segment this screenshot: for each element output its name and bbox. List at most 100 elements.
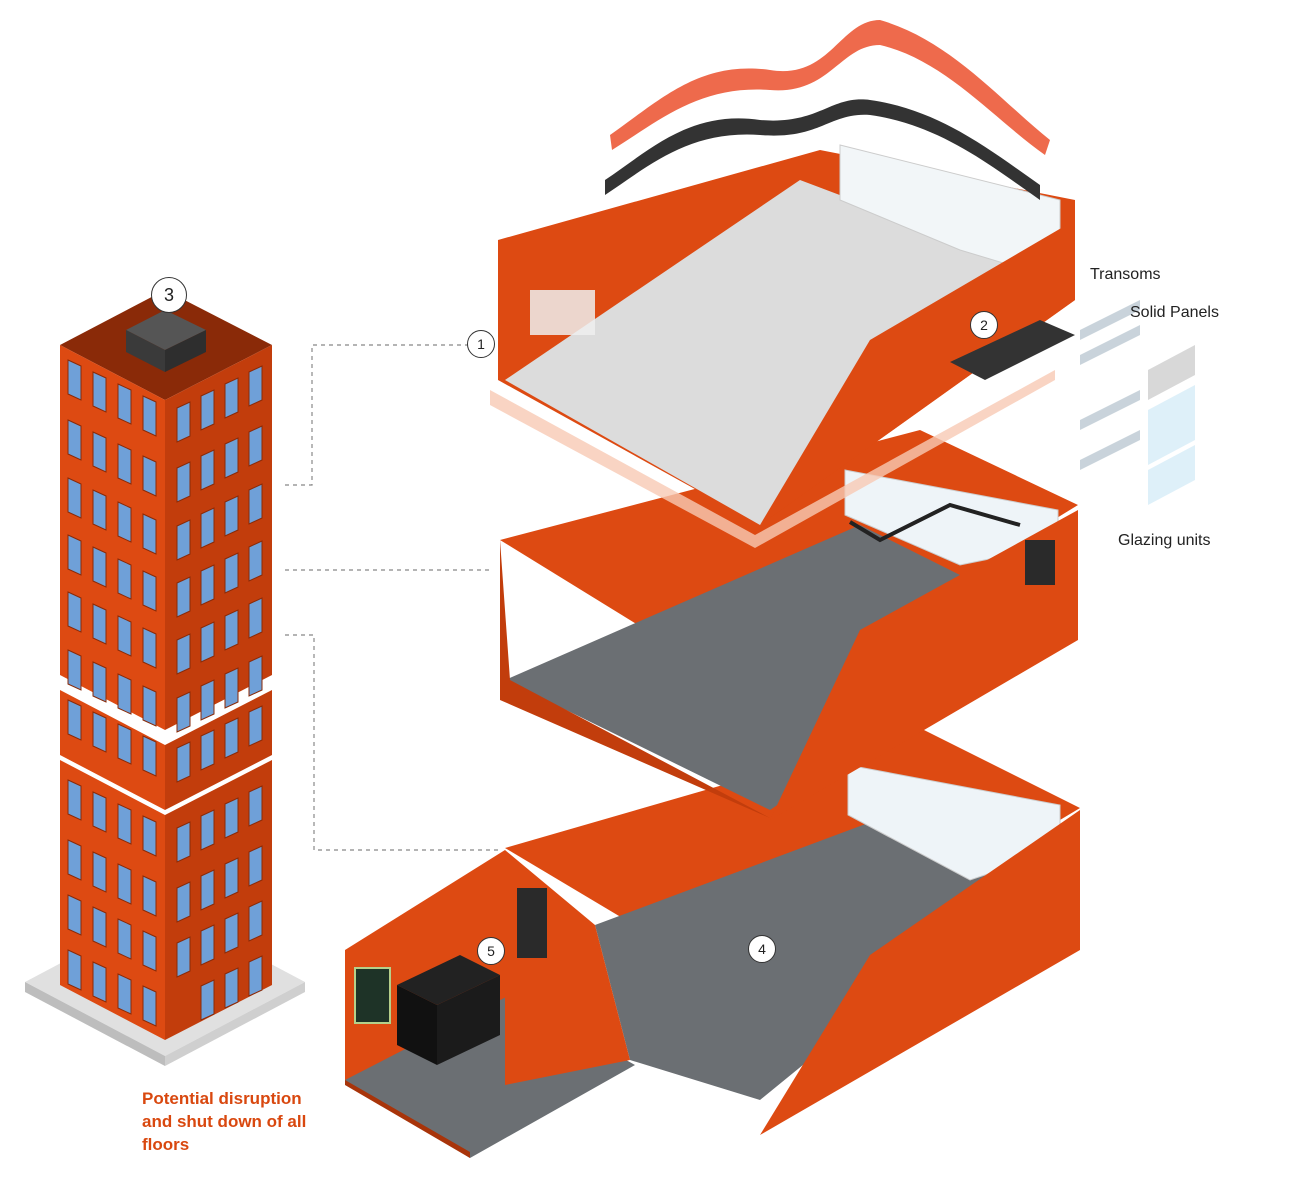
tower-window [248,483,263,525]
marker-4: 4 [748,935,776,963]
tower-window [92,711,107,753]
label-solid-panels: Solid Panels [1130,304,1219,321]
tower-window [117,723,132,765]
transom-bar-2 [1080,325,1140,365]
tower-left-face-lower [60,760,165,1040]
wall-monitor [354,967,391,1024]
tower-window [200,809,215,851]
tower-window [200,449,215,491]
connector-bottom [285,634,500,851]
tower-window [92,961,107,1003]
tower-window [200,621,215,663]
tower-window [117,918,132,960]
roof-membrane [610,20,1050,155]
tower-window [200,679,215,721]
tower-right-face-mid [165,690,272,810]
marker-2: 2 [970,311,998,339]
floor-top [498,144,1075,525]
tower-window [176,741,191,783]
tower-window [248,655,263,697]
marker-5: 5 [477,937,505,965]
tower-window [117,803,132,845]
tower-plinth-left [25,982,165,1066]
tower-window [117,615,132,657]
tower-window [142,815,157,857]
floor-middle-tiles [505,525,1050,810]
tower-window [176,691,191,733]
tower-window [117,383,132,425]
floor-middle [500,430,1078,820]
floor-bottom-tiles [595,800,1005,1100]
tower-window [248,845,263,887]
label-glazing-units: Glazing units [1118,532,1211,549]
tower-window [142,985,157,1027]
tower-window [224,857,239,899]
tower-window [224,667,239,709]
roof-insulation [605,99,1040,200]
tower-window [176,401,191,443]
tower-window [224,437,239,479]
tower-window [200,389,215,431]
tower-window [67,359,82,401]
tower-window [67,419,82,461]
tower-window [200,869,215,911]
tower-window [142,930,157,972]
tower-window [67,534,82,576]
tower-window [117,558,132,600]
server-rack-front [437,975,500,1065]
floor-top-front-right [760,220,1075,525]
tower-window [67,839,82,881]
tower-window [67,779,82,821]
tower-window [67,649,82,691]
tower-window [224,552,239,594]
rooftop-unit-right [165,330,206,372]
tower-window [92,851,107,893]
tower-left-face-mid [60,690,165,810]
tower-window [92,431,107,473]
floor-top-slab [505,180,1065,525]
tower-window [200,729,215,771]
tower-window [200,564,215,606]
tower-window [142,455,157,497]
tower-window [248,785,263,827]
tower-window [248,365,263,407]
tower-window [224,377,239,419]
tower-window [142,627,157,669]
tower-window [142,570,157,612]
tower-window [200,507,215,549]
tower-window [117,443,132,485]
tower-window [176,936,191,978]
tower-window [248,900,263,942]
solid-panel [1148,345,1195,400]
connector-lines [285,344,500,851]
marker-1: 1 [467,330,495,358]
tower-window [142,875,157,917]
tower-window [248,540,263,582]
transom-bar-4 [1080,430,1140,470]
tower-window [67,699,82,741]
glazing-unit-1 [1148,385,1195,465]
tower-window [92,603,107,645]
tower-windows [67,359,263,1027]
transom-bar-3 [1080,390,1140,430]
glazing-unit-2 [1148,445,1195,505]
ductwork [848,502,1021,543]
tower-window [117,973,132,1015]
marker-3: 3 [151,277,187,313]
floor-bottom-front-right [760,810,1080,1135]
tower-window [117,673,132,715]
tower-window [142,735,157,777]
tower-window [176,461,191,503]
tower-window [142,395,157,437]
tower-window [176,821,191,863]
tower-window [200,924,215,966]
tower-window [224,797,239,839]
server-rack-top [397,955,500,1005]
disruption-caption: Potential disruption and shut down of al… [142,1089,307,1154]
tower-window [92,371,107,413]
tower-window [224,912,239,954]
tower-window [92,546,107,588]
tower-window [176,576,191,618]
floor-middle-front-right [770,510,1078,820]
